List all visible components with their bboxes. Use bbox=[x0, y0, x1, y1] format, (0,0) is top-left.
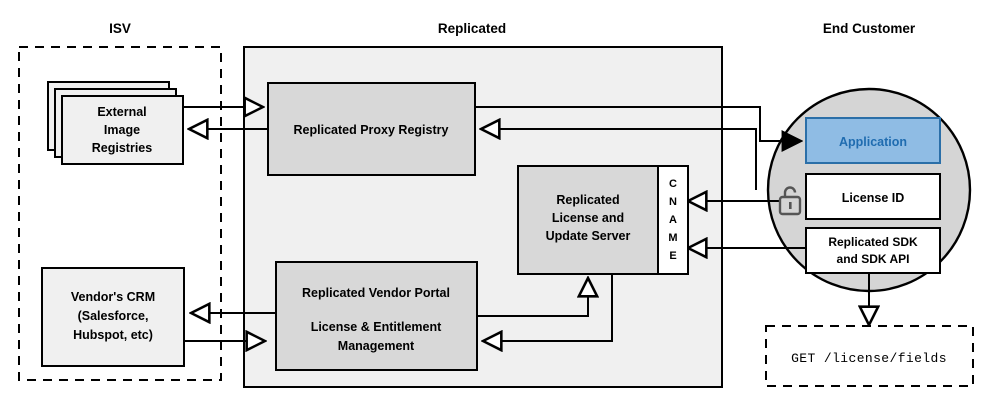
license-server-line-1: Replicated bbox=[556, 193, 619, 207]
license-server-line-3: Update Server bbox=[546, 229, 631, 243]
external-registries-line-1: External bbox=[97, 105, 146, 119]
edge-customer-to-proxy bbox=[481, 129, 757, 190]
license-id-label: License ID bbox=[842, 191, 905, 205]
edge-portal-to-license-server bbox=[477, 278, 588, 317]
edge-proxy-to-application bbox=[475, 106, 801, 141]
api-call-label: GET /license/fields bbox=[791, 351, 947, 366]
cname-letter-4: M bbox=[668, 232, 677, 244]
replicated-proxy-registry[interactable]: Replicated Proxy Registry bbox=[267, 82, 476, 176]
vendor-portal-line-3: License & Entitlement bbox=[311, 320, 442, 334]
external-image-registries[interactable]: External Image Registries bbox=[47, 81, 184, 165]
cname-letter-1: C bbox=[669, 178, 677, 190]
vendor-portal-line-1: Replicated Vendor Portal bbox=[302, 286, 450, 300]
proxy-registry-label: Replicated Proxy Registry bbox=[294, 123, 449, 137]
unlocked-padlock-icon bbox=[778, 186, 802, 216]
vendor-crm-line-3: Hubspot, etc) bbox=[73, 328, 153, 342]
section-title-end-customer: End Customer bbox=[823, 21, 916, 36]
license-id-box[interactable]: License ID bbox=[805, 173, 941, 220]
section-title-replicated: Replicated bbox=[438, 21, 506, 36]
cname-strip[interactable]: C N A M E bbox=[657, 165, 689, 275]
vendor-crm[interactable]: Vendor's CRM (Salesforce, Hubspot, etc) bbox=[41, 267, 185, 367]
api-call-box[interactable]: GET /license/fields bbox=[765, 325, 974, 387]
application-box[interactable]: Application bbox=[805, 117, 941, 164]
vendor-crm-line-2: (Salesforce, bbox=[78, 309, 149, 323]
isv-boundary bbox=[18, 46, 222, 381]
replicated-vendor-portal[interactable]: Replicated Vendor Portal License & Entit… bbox=[275, 261, 478, 371]
section-title-isv: ISV bbox=[109, 21, 131, 36]
application-label: Application bbox=[839, 135, 907, 149]
external-registries-line-3: Registries bbox=[92, 141, 152, 155]
external-registries-line-2: Image bbox=[104, 123, 140, 137]
cname-letter-3: A bbox=[669, 214, 677, 226]
replicated-sdk-box[interactable]: Replicated SDK and SDK API bbox=[805, 227, 941, 274]
cname-letter-5: E bbox=[669, 250, 676, 262]
sdk-line-1: Replicated SDK bbox=[828, 235, 918, 249]
replicated-license-update-server[interactable]: Replicated License and Update Server bbox=[517, 165, 659, 275]
cname-letter-2: N bbox=[669, 196, 677, 208]
license-server-line-2: License and bbox=[552, 211, 624, 225]
vendor-portal-line-4: Management bbox=[338, 339, 415, 353]
vendor-crm-line-1: Vendor's CRM bbox=[71, 290, 155, 304]
sdk-line-2: and SDK API bbox=[837, 252, 910, 266]
edge-license-server-to-portal bbox=[483, 274, 613, 341]
